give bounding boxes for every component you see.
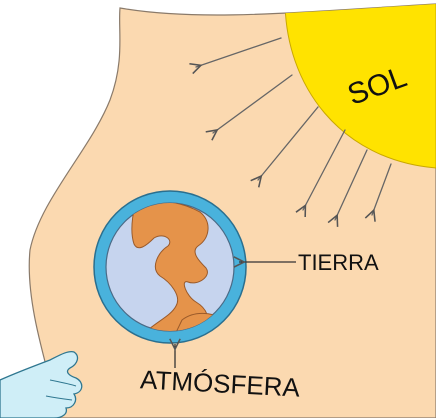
hand-icon bbox=[0, 352, 82, 418]
earth-label: TIERRA bbox=[298, 250, 379, 275]
earth-icon bbox=[94, 191, 246, 345]
